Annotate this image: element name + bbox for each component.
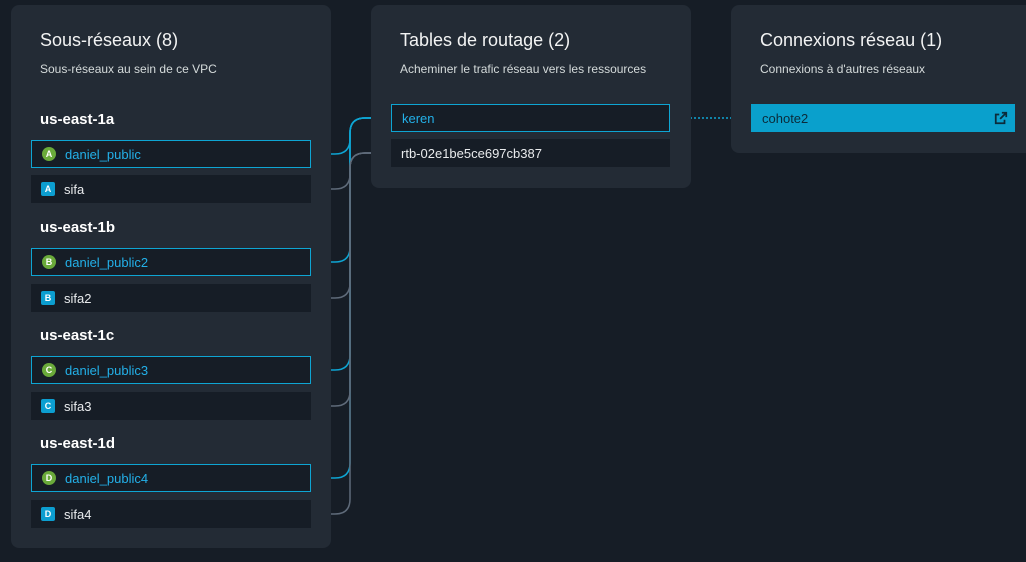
connections-title: Connexions réseau (1) [760,30,943,50]
subnet-daniel_public4[interactable]: D daniel_public4 [31,464,311,492]
connections-panel: Connexions réseau (1) Connexions à d'aut… [731,5,1026,153]
subnet-label: sifa4 [64,506,92,522]
subnet-label: daniel_public4 [65,470,149,486]
subnet-label: sifa2 [64,290,92,306]
az-b-badge-icon: B [42,255,56,269]
subnets-title: Sous-réseaux (8) [40,30,179,50]
route-table-label: keren [402,110,435,126]
az-d-badge-icon: D [42,471,56,485]
subnet-daniel_public[interactable]: A daniel_public [31,140,311,168]
az-label-us-east-1c: us-east-1c [40,327,115,344]
az-label-us-east-1a: us-east-1a [40,111,115,128]
route-tables-subtitle: Acheminer le trafic réseau vers les ress… [400,62,647,76]
az-b-badge-icon: B [41,291,55,305]
route-table-keren[interactable]: keren [391,104,670,132]
route-table-label: rtb-02e1be5ce697cb387 [401,145,542,161]
subnet-label: daniel_public2 [65,254,149,270]
route-tables-panel: Tables de routage (2) Acheminer le trafi… [371,5,691,188]
subnets-subtitle: Sous-réseaux au sein de ce VPC [40,62,217,76]
subnet-label: daniel_public3 [65,362,149,378]
external-link-icon[interactable] [994,111,1008,125]
az-c-badge-icon: C [41,399,55,413]
az-a-badge-icon: A [41,182,55,196]
subnet-label: daniel_public [65,146,141,162]
az-a-badge-icon: A [42,147,56,161]
subnet-label: sifa3 [64,398,92,414]
route-tables-title: Tables de routage (2) [400,30,571,50]
subnet-label: sifa [64,181,85,197]
subnet-daniel_public3[interactable]: C daniel_public3 [31,356,311,384]
connections-subtitle: Connexions à d'autres réseaux [760,62,926,76]
connection-cohote2[interactable]: cohote2 [751,104,1015,132]
connection-label: cohote2 [762,110,809,126]
subnet-daniel_public2[interactable]: B daniel_public2 [31,248,311,276]
az-c-badge-icon: C [42,363,56,377]
subnet-sifa2[interactable]: B sifa2 [31,284,311,312]
az-label-us-east-1d: us-east-1d [40,435,116,452]
subnets-panel: Sous-réseaux (8) Sous-réseaux au sein de… [11,5,331,548]
subnet-sifa3[interactable]: C sifa3 [31,392,311,420]
az-label-us-east-1b: us-east-1b [40,219,116,236]
route-table-rtb[interactable]: rtb-02e1be5ce697cb387 [391,139,670,167]
az-d-badge-icon: D [41,507,55,521]
subnet-sifa[interactable]: A sifa [31,175,311,203]
subnet-sifa4[interactable]: D sifa4 [31,500,311,528]
